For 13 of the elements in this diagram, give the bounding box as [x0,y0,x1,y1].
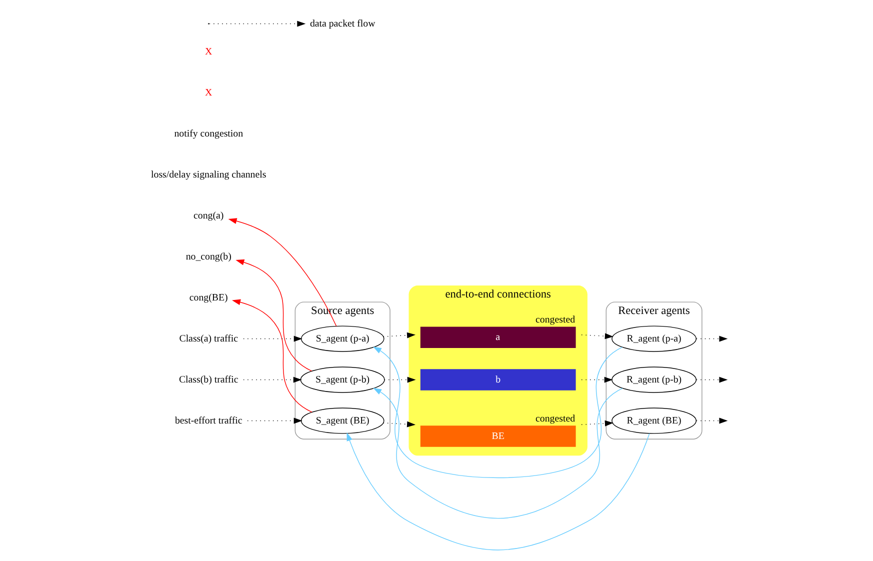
node-label: congested [535,414,575,425]
node-text: cong(a) [193,210,224,222]
node-text: Class(b) traffic [178,374,238,386]
node-text: cong(BE) [188,292,228,304]
node-text: best-effort traffic [174,415,242,426]
label: loss/delay signaling channels [150,170,266,181]
node-label: congested [535,314,575,326]
label: notify congestion [174,128,243,140]
node-text: Class(a) traffic [178,333,238,344]
label: X [204,46,212,58]
legend-label: data packet flow [309,18,375,30]
label: X [204,88,212,99]
node-text: no_cong(b) [185,251,231,262]
